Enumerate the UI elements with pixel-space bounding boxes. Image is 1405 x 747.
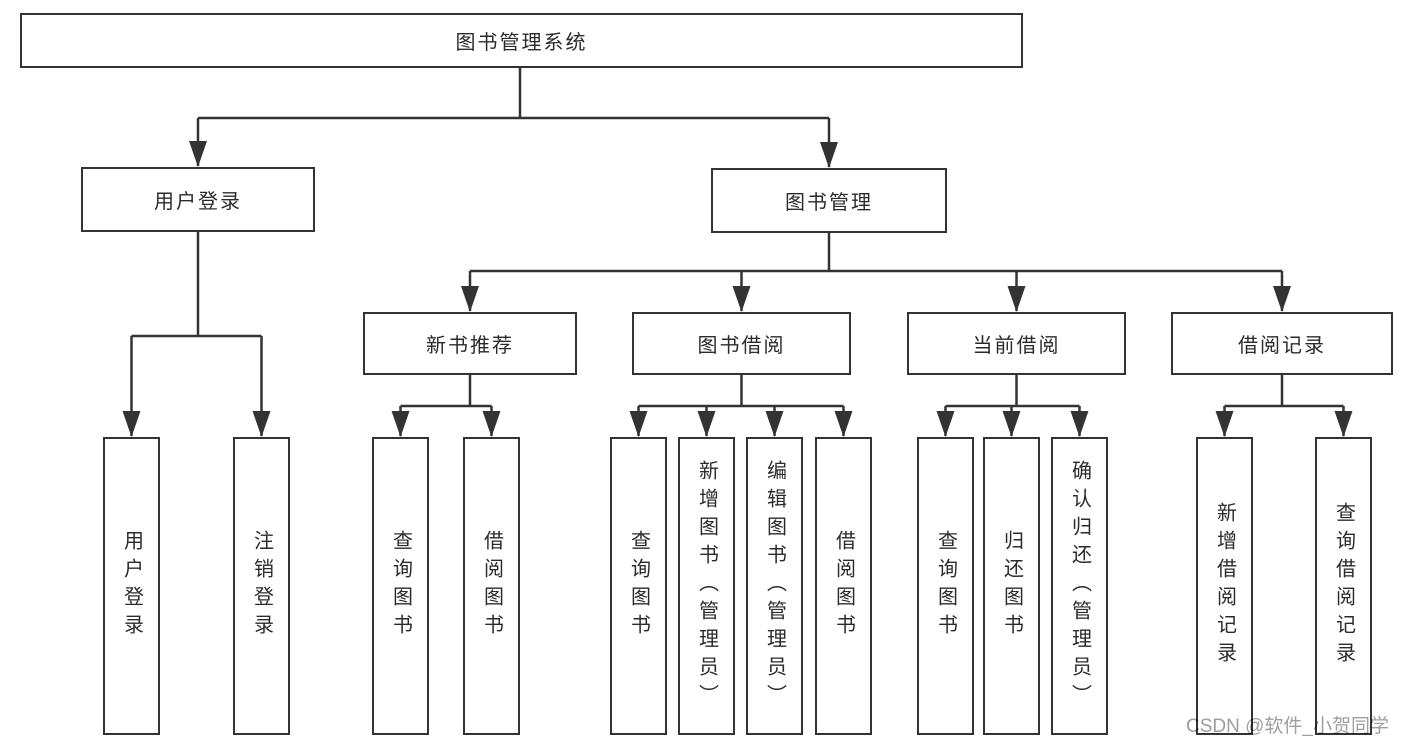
node-label: 借阅图书 (832, 530, 855, 642)
node-label: 当前借阅 (972, 335, 1061, 357)
leaf-add-books-admin: 新增图书（管理员） (678, 437, 735, 735)
node-label: 图书管理 (785, 192, 873, 214)
node-label: 查询图书 (627, 530, 650, 642)
node-label: 用户登录 (154, 191, 242, 213)
node-label: 查询图书 (389, 530, 412, 642)
leaf-query-books-recommend: 查询图书 (372, 437, 429, 735)
node-label: 归还图书 (1000, 530, 1023, 642)
leaf-add-borrow-record: 新增借阅记录 (1196, 437, 1253, 735)
connector-stems (131, 68, 1344, 408)
node-user-login: 用户登录 (81, 167, 315, 232)
node-book-management: 图书管理 (711, 168, 947, 233)
node-label: 新增借阅记录 (1213, 502, 1236, 670)
node-label: 图书管理系统 (455, 32, 588, 54)
node-label: 借阅图书 (480, 530, 503, 642)
node-label: 确认归还（管理员） (1068, 460, 1091, 712)
node-label: 用户登录 (120, 530, 143, 642)
node-label: 注销登录 (250, 530, 273, 642)
node-label: 借阅记录 (1238, 335, 1326, 357)
node-label: 编辑图书（管理员） (763, 460, 786, 712)
node-label: 查询图书 (934, 530, 957, 642)
leaf-query-books-current: 查询图书 (917, 437, 974, 735)
leaf-query-borrow-record: 查询借阅记录 (1315, 437, 1372, 735)
node-current-borrowing: 当前借阅 (907, 312, 1126, 375)
leaf-query-books-borrowing: 查询图书 (610, 437, 667, 735)
leaf-user-login: 用户登录 (103, 437, 160, 735)
node-new-book-recommend: 新书推荐 (363, 312, 577, 375)
connector-arrows (122, 118, 1353, 437)
leaf-borrow-books-borrowing: 借阅图书 (815, 437, 872, 735)
node-label: 查询借阅记录 (1332, 502, 1355, 670)
node-label: 新增图书（管理员） (695, 460, 718, 712)
leaf-logout: 注销登录 (233, 437, 290, 735)
node-label: 新书推荐 (426, 335, 514, 357)
leaf-return-books: 归还图书 (983, 437, 1040, 735)
leaf-edit-books-admin: 编辑图书（管理员） (746, 437, 803, 735)
node-borrowing-records: 借阅记录 (1171, 312, 1393, 375)
node-library-management-system: 图书管理系统 (20, 13, 1023, 68)
node-book-borrowing: 图书借阅 (632, 312, 851, 375)
csdn-watermark: CSDN @软件_小贺同学 (1186, 716, 1389, 737)
leaf-confirm-return-admin: 确认归还（管理员） (1051, 437, 1108, 735)
leaf-borrow-books-recommend: 借阅图书 (463, 437, 520, 735)
node-label: 图书借阅 (697, 335, 786, 357)
